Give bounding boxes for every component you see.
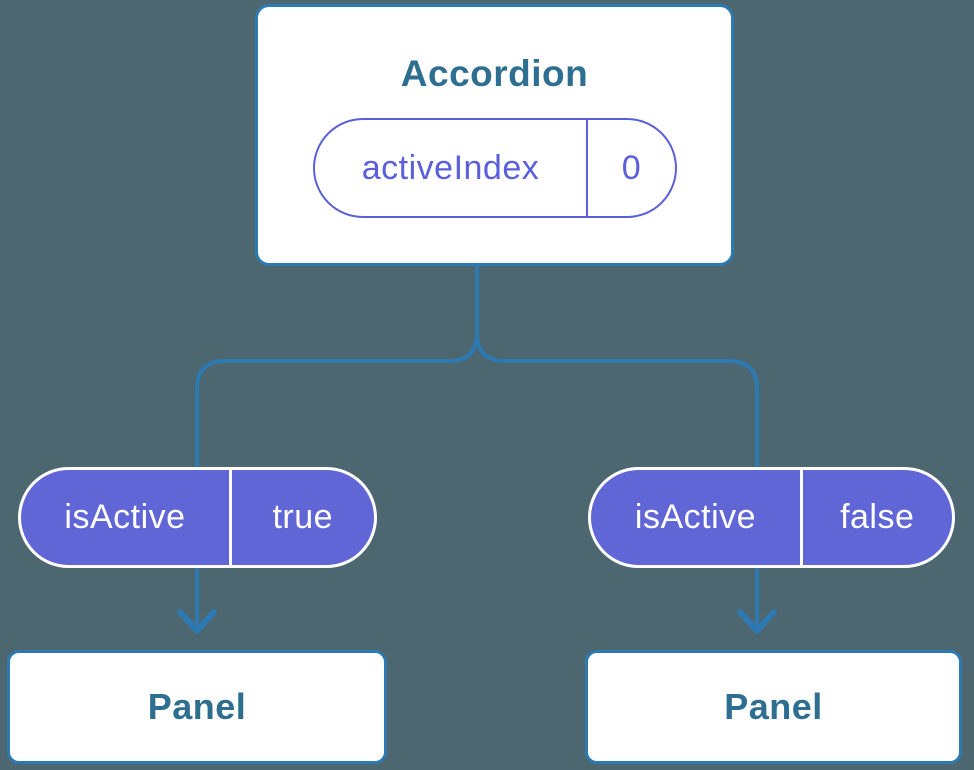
panel-node-label: Panel xyxy=(147,686,247,727)
panel-node-left: Panel xyxy=(7,650,387,764)
prop-name-label: isActive xyxy=(634,498,757,536)
pill-separator xyxy=(586,120,588,216)
pill-separator xyxy=(229,470,232,565)
panel-node-right: Panel xyxy=(585,650,962,764)
panel-node-label: Panel xyxy=(724,686,823,727)
prop-name-label: isActive xyxy=(64,498,186,536)
pill-separator xyxy=(800,470,803,565)
arrowhead-right-icon xyxy=(737,609,777,634)
arrowhead-left-icon xyxy=(177,609,217,634)
prop-pill-activeindex: activeIndex 0 xyxy=(313,118,677,218)
prop-pill-isactive-right: isActive false xyxy=(588,467,955,568)
prop-value-label: false xyxy=(840,498,915,536)
connector-right-branch xyxy=(475,266,759,628)
prop-pill-isactive-left: isActive true xyxy=(18,467,377,568)
prop-value-label: true xyxy=(272,498,334,536)
accordion-node-title: Accordion xyxy=(400,53,589,94)
prop-value-label: 0 xyxy=(621,148,642,187)
connector-left-branch xyxy=(195,266,479,628)
prop-name-label: activeIndex xyxy=(361,148,540,187)
